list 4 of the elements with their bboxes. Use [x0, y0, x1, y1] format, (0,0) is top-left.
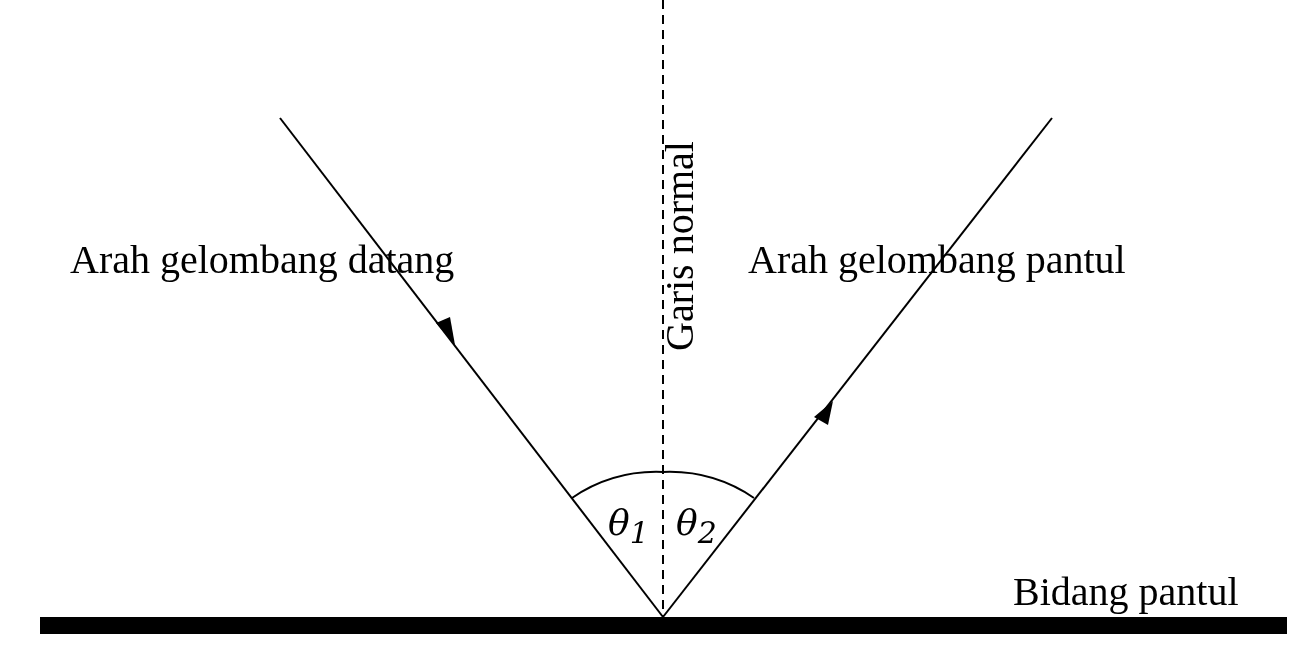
surface-label: Bidang pantul [1013, 572, 1239, 612]
angle-label: θ$_{1}$ [608, 505, 649, 549]
normal-label: Garis normal [660, 141, 700, 351]
angle-label: θ$_{2}$ [676, 505, 717, 549]
